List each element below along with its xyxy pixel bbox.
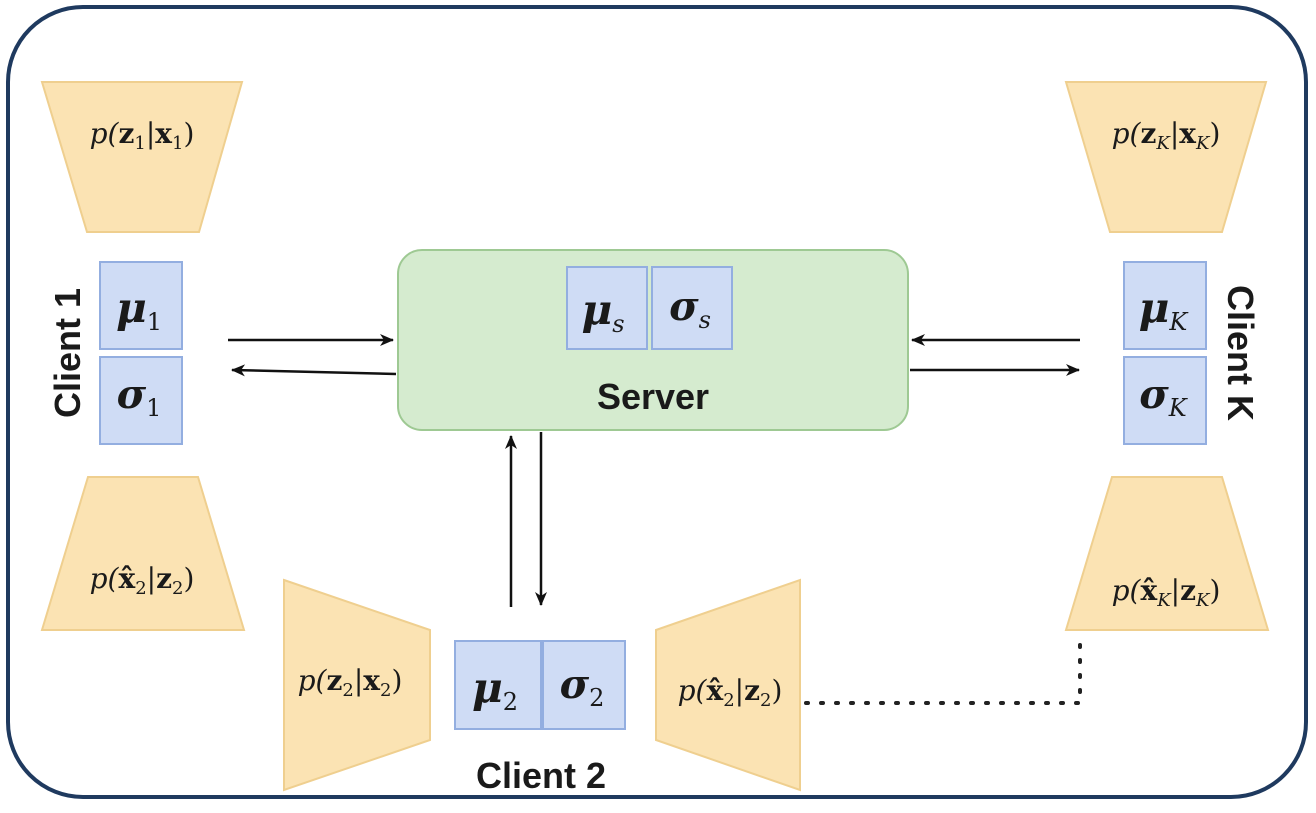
server-group: μs σs Server [397, 249, 909, 431]
server-sigma-box [651, 266, 733, 350]
client-2-encoder-trapezoid [283, 578, 431, 792]
client-1-mu-box [99, 261, 183, 350]
server-label: Server [597, 376, 709, 417]
client-1-mu-label: μ1 [116, 283, 162, 336]
client-k-encoder-label: p(zK|xK) [1112, 117, 1221, 154]
dotted-connector [804, 638, 1082, 705]
server-sigma-label: σs [669, 283, 711, 334]
client-k-decoder-label: p(x̂K|zK) [1112, 574, 1221, 611]
client-1-group: p(z1|x1) μ1 σ1 Client 1 p(x̂2|z2) [40, 81, 246, 631]
client-2-mu-box [454, 640, 542, 730]
client-2-decoder-trapezoid [655, 578, 801, 792]
client-2-encoder-label: p(z2|x2) [298, 664, 403, 701]
client-2-sigma-box [542, 640, 626, 730]
client-k-encoder-trapezoid [1064, 81, 1268, 233]
client-1-sigma-label: σ1 [117, 371, 162, 422]
client-1-decoder-label: p(x̂2|z2) [90, 562, 195, 599]
client-k-sigma-label: σK [1139, 371, 1189, 422]
client-1-encoder-label: p(z1|x1) [90, 117, 195, 154]
client-1-sigma-box [99, 356, 183, 445]
server-mu-label: μs [581, 285, 624, 338]
server-mu-box [566, 266, 648, 350]
client-2-mu-label: μ2 [472, 663, 518, 716]
client-k-sigma-box [1123, 356, 1207, 445]
client-k-label: Client K [1220, 285, 1261, 421]
client-k-decoder-trapezoid [1064, 476, 1270, 631]
client-1-label: Client 1 [47, 288, 88, 418]
client-1-decoder-trapezoid [40, 476, 246, 631]
client-2-group: p(z2|x2) μ2 σ2 Client 2 p(x̂2|z2) [283, 578, 801, 796]
client-k-mu-box [1123, 261, 1207, 350]
client-k-mu-label: μK [1139, 283, 1190, 336]
client-1-encoder-trapezoid [40, 81, 244, 233]
client-2-decoder-label: p(x̂2|z2) [678, 674, 783, 711]
client-k-group: p(zK|xK) μK σK Client K p(x̂K|zK) [1064, 81, 1270, 631]
client-2-sigma-label: σ2 [560, 661, 605, 712]
client-2-label: Client 2 [476, 755, 606, 796]
arrow-server-to-client1 [231, 364, 397, 377]
